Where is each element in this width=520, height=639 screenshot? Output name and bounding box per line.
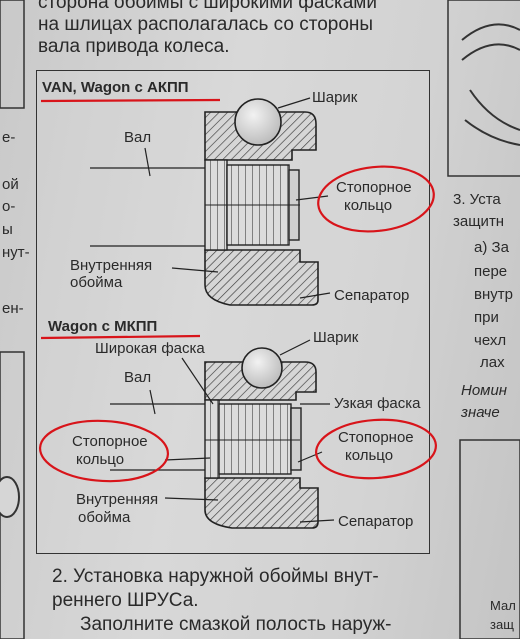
bottom-joint-drawing <box>110 339 335 529</box>
underline-bottom-heading <box>40 334 201 340</box>
bottom-label-inner-race-2: обойма <box>78 509 131 526</box>
right-sub-line-1: а) За <box>474 239 509 256</box>
bottom-label-inner-race-1: Внутренняя <box>76 491 159 508</box>
bottom-label-wide-chamfer: Широкая фаска <box>95 340 205 357</box>
top-label-separator: Сепаратор <box>334 287 410 304</box>
bottom-label-narrow-chamfer: Узкая фаска <box>334 395 421 412</box>
top-joint-drawing <box>90 97 331 306</box>
circle-retaining-ring-right <box>315 418 437 480</box>
left-fragment-5: нут- <box>2 244 30 261</box>
right-item3-line-1: 3. Уста <box>453 191 501 208</box>
right-bottom-line-1: Мал <box>490 598 516 613</box>
intro-line-1: сторона обоймы с широкими фасками <box>38 0 377 13</box>
right-sub-line-5: чехл <box>474 332 507 349</box>
right-sub-line-4: при <box>474 309 499 326</box>
top-label-inner-race-1: Внутренняя <box>70 257 153 274</box>
left-edge-part-image <box>0 476 20 518</box>
right-item3-line-2: защитн <box>453 213 505 230</box>
intro-line-2: на шлицах располагалась со стороны <box>38 14 374 35</box>
right-sub-line-3: внутр <box>474 286 513 303</box>
top-label-shaft: Вал <box>124 129 152 146</box>
top-label-ball: Шарик <box>312 89 358 106</box>
right-nominal-line-1: Номин <box>461 382 508 399</box>
right-nominal-line-2: значе <box>461 404 500 421</box>
section2-line-3: Заполните смазкой полость наруж- <box>80 614 392 635</box>
underline-top-heading <box>40 98 221 103</box>
left-fragment-4: ы <box>2 221 13 238</box>
top-label-retaining-ring-1: Стопорное <box>336 179 412 196</box>
bottom-label-retaining-ring-left-2: кольцо <box>76 451 125 468</box>
top-label-inner-race-2: обойма <box>70 274 123 291</box>
section2-line-2: реннего ШРУСа. <box>52 590 199 611</box>
bottom-label-separator: Сепаратор <box>338 513 414 530</box>
bottom-label-retaining-ring-right-2: кольцо <box>345 447 394 464</box>
circle-retaining-ring-left <box>38 419 170 483</box>
bottom-label-retaining-ring-right-1: Стопорное <box>338 429 414 446</box>
section2-line-1: 2. Установка наружной обоймы внут- <box>52 566 379 587</box>
left-edge-lower-frame <box>0 351 25 639</box>
right-sub-line-2: пере <box>474 263 508 280</box>
bottom-label-ball: Шарик <box>313 329 359 346</box>
circle-retaining-ring-top <box>317 165 435 233</box>
top-figure-heading: VAN, Wagon с АКПП <box>42 79 189 96</box>
bottom-label-retaining-ring-left-1: Стопорное <box>72 433 148 450</box>
left-fragment-1: е- <box>2 129 16 146</box>
right-edge-figure-frame <box>447 0 520 177</box>
right-edge-part-image <box>461 23 520 146</box>
red-annotations <box>38 98 437 483</box>
bottom-label-shaft: Вал <box>124 369 152 386</box>
left-fragment-6: ен- <box>2 300 24 317</box>
right-edge-lower-frame <box>459 439 520 639</box>
intro-line-3: вала привода колеса. <box>38 36 230 57</box>
left-edge-figure-frame <box>0 0 25 109</box>
right-bottom-line-2: защ <box>490 617 514 632</box>
left-fragment-3: о- <box>2 198 16 215</box>
top-label-retaining-ring-2: кольцо <box>344 197 393 214</box>
bottom-figure-heading: Wagon с МКПП <box>48 318 158 335</box>
right-sub-line-6: лах <box>480 354 505 371</box>
left-fragment-2: ой <box>2 176 19 193</box>
